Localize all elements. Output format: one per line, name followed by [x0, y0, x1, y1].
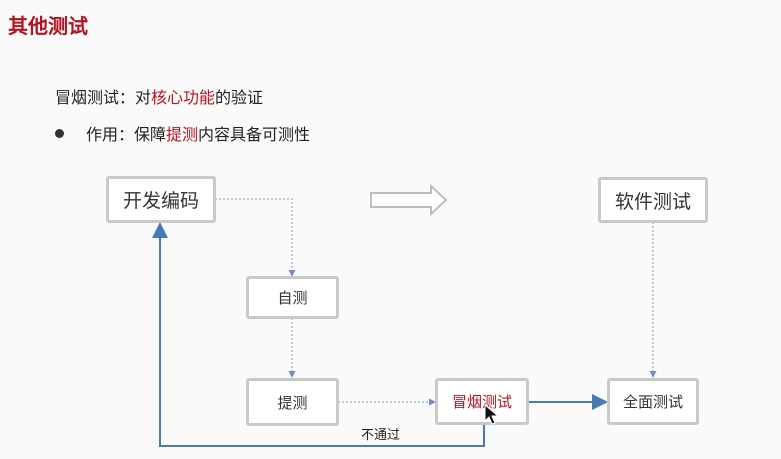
definition-line: 冒烟测试：对核心功能的验证 [55, 84, 263, 108]
mouse-pointer-icon [484, 404, 500, 425]
definition-highlight: 核心功能 [151, 88, 216, 107]
definition-prefix: 冒烟测试：对 [55, 88, 152, 107]
purpose-suffix: 内容具备可测性 [198, 125, 311, 144]
bullet-icon [55, 129, 64, 138]
node-dev: 开发编码 [106, 176, 216, 223]
node-self-test: 自测 [246, 276, 339, 319]
edge-smoke-fail-loop [152, 222, 485, 447]
node-software-test: 软件测试 [598, 177, 708, 223]
edge-dev-to-selftest [215, 198, 296, 277]
node-smoke-test: 冒烟测试 [435, 378, 529, 425]
purpose-bullet: 作用：保障提测内容具备可测性 [55, 121, 310, 145]
fail-edge-label: 不通过 [361, 428, 401, 443]
purpose-prefix: 作用：保障 [86, 125, 167, 144]
node-full-test: 全面测试 [607, 378, 699, 425]
node-submit: 提测 [246, 378, 339, 426]
definition-suffix: 的验证 [215, 88, 264, 107]
hollow-right-arrow-icon [370, 183, 448, 217]
purpose-highlight: 提测 [166, 125, 199, 144]
slide-title: 其他测试 [8, 14, 88, 38]
